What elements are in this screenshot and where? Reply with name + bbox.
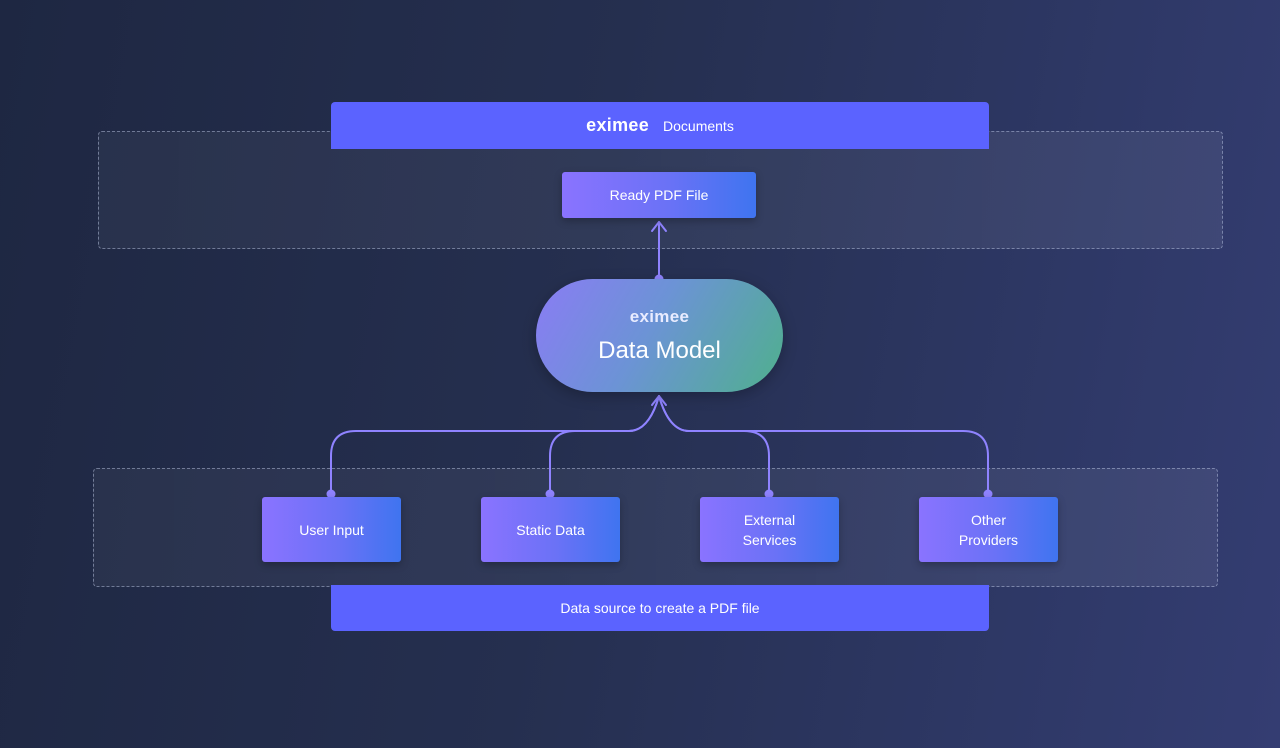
connector-dot-static-data bbox=[545, 489, 555, 499]
connector-static-data bbox=[549, 395, 660, 495]
documents-banner: eximee Documents bbox=[331, 102, 989, 149]
source-box-external-services: External Services bbox=[700, 497, 839, 562]
connector-external-services bbox=[658, 395, 770, 495]
connector-other-providers bbox=[658, 395, 989, 495]
ready-pdf-file-box: Ready PDF File bbox=[562, 172, 756, 218]
output-arrowhead bbox=[651, 221, 667, 232]
data-model-node: eximee Data Model bbox=[536, 279, 783, 392]
source-label: Static Data bbox=[516, 521, 585, 538]
source-box-other-providers: Other Providers bbox=[919, 497, 1058, 562]
model-arrowhead bbox=[651, 395, 667, 406]
source-box-user-input: User Input bbox=[262, 497, 401, 562]
connector-dot-other-providers bbox=[983, 489, 993, 499]
data-model-brand: eximee bbox=[629, 306, 690, 326]
source-label: External Services bbox=[742, 511, 797, 548]
documents-label: Documents bbox=[663, 117, 734, 134]
ready-pdf-file-label: Ready PDF File bbox=[609, 187, 709, 203]
connector-dot-user-input bbox=[326, 489, 336, 499]
data-source-label: Data source to create a PDF file bbox=[560, 600, 760, 616]
source-label: User Input bbox=[299, 521, 364, 538]
source-box-static-data: Static Data bbox=[481, 497, 620, 562]
eximee-logo: eximee bbox=[586, 115, 650, 135]
source-label: Other Providers bbox=[958, 511, 1019, 548]
connector-dot-external-services bbox=[764, 489, 774, 499]
data-source-banner: Data source to create a PDF file bbox=[331, 585, 989, 631]
connector-user-input bbox=[330, 395, 660, 495]
data-model-title: Data Model bbox=[598, 336, 721, 364]
